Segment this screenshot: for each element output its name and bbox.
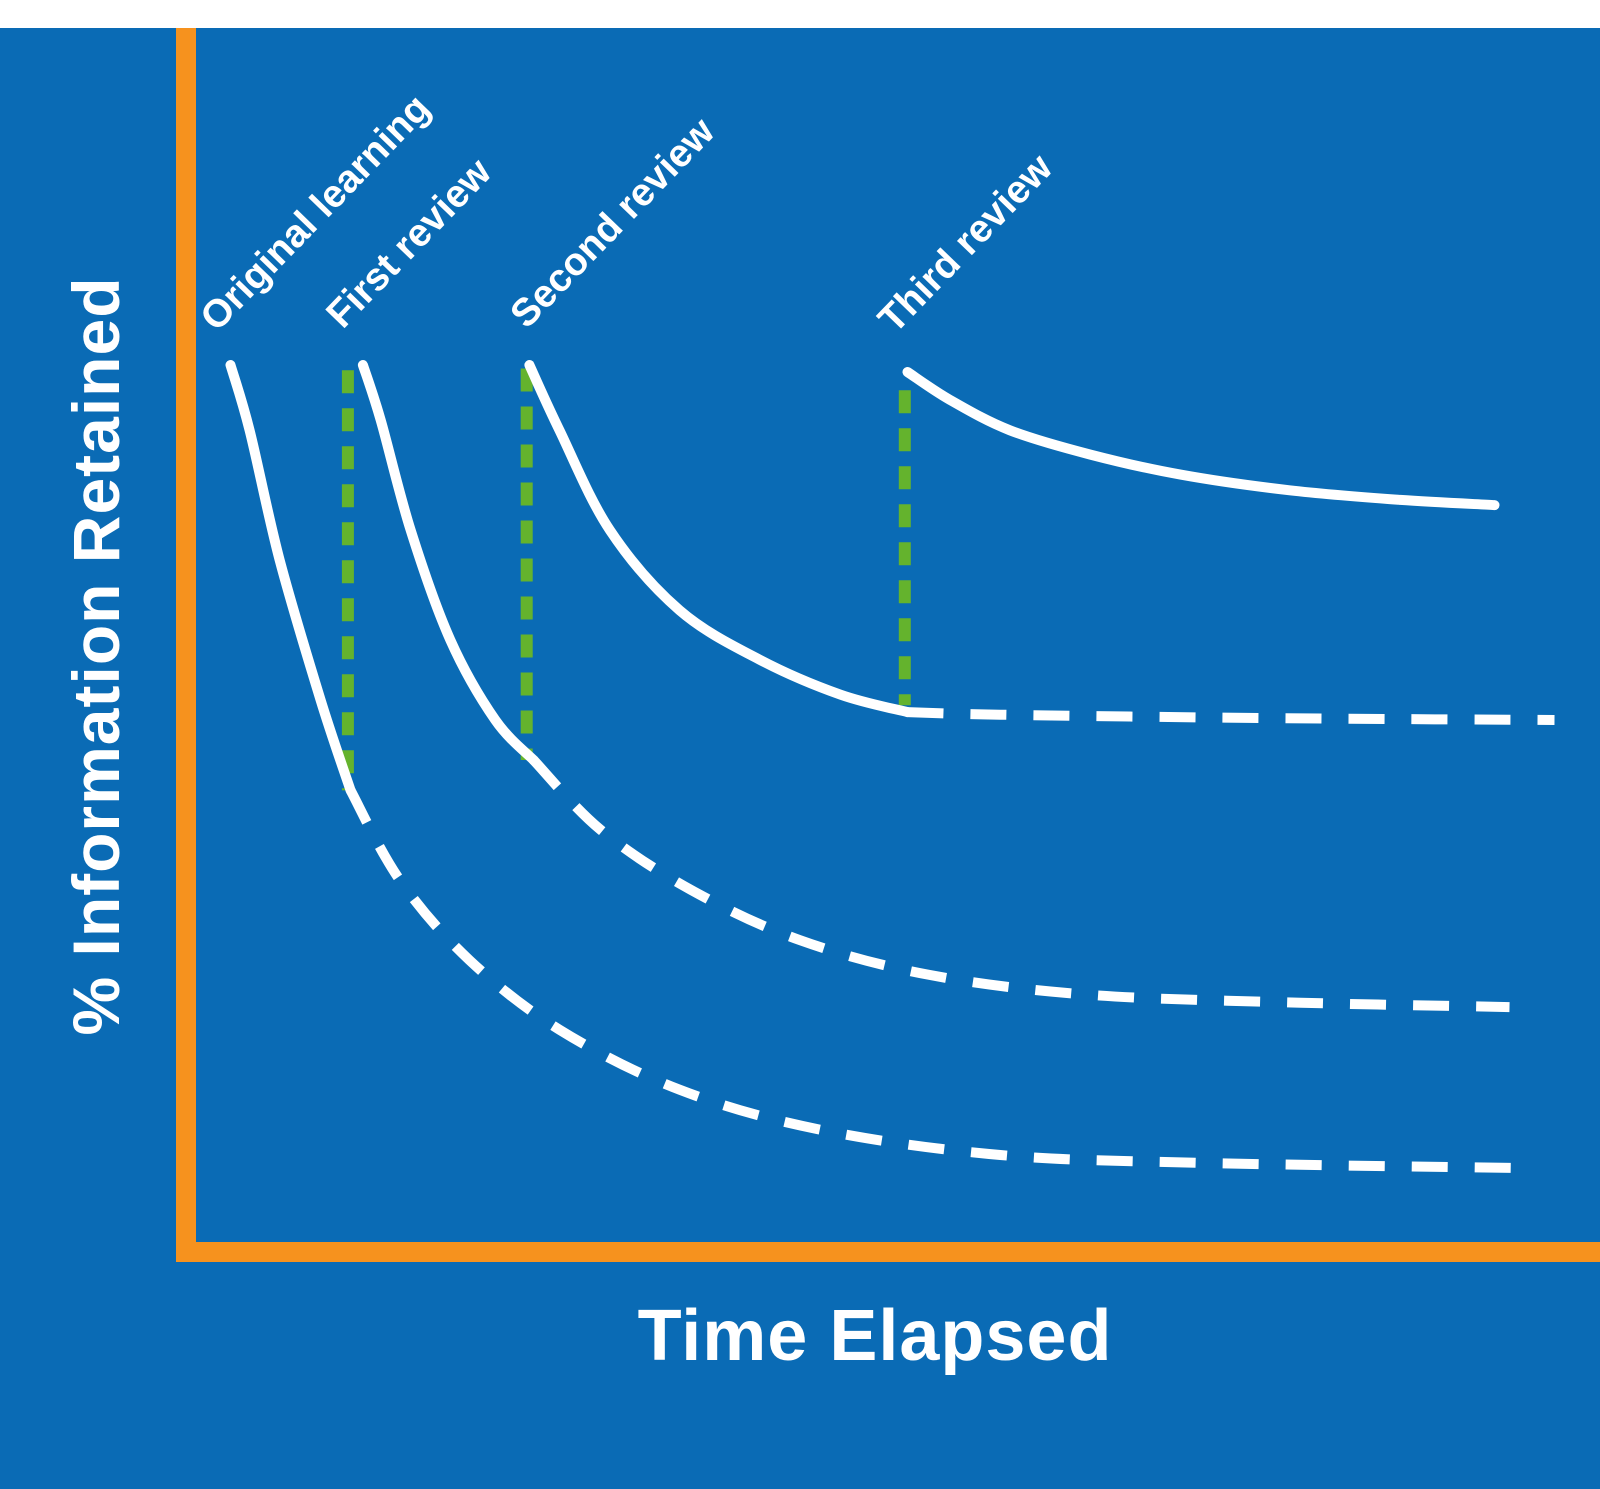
y-axis-label: % Information Retained [59,276,133,1036]
y-axis-line [176,28,196,1262]
retention-curve-first-review-solid [357,360,539,765]
retention-curve-original-learning-solid [225,360,356,796]
curves-group [225,360,1555,1173]
retention-curve-original-learning-dashed [346,788,1516,1173]
retention-curve-first-review-dashed [529,756,1510,1013]
retention-curve-second-review-solid [524,360,913,718]
x-axis-label: Time Elapsed [637,1296,1113,1376]
retention-curve-third-review-solid [902,367,1500,511]
retention-curve-second-review-dashed [907,707,1555,725]
x-axis-line [176,1242,1600,1262]
